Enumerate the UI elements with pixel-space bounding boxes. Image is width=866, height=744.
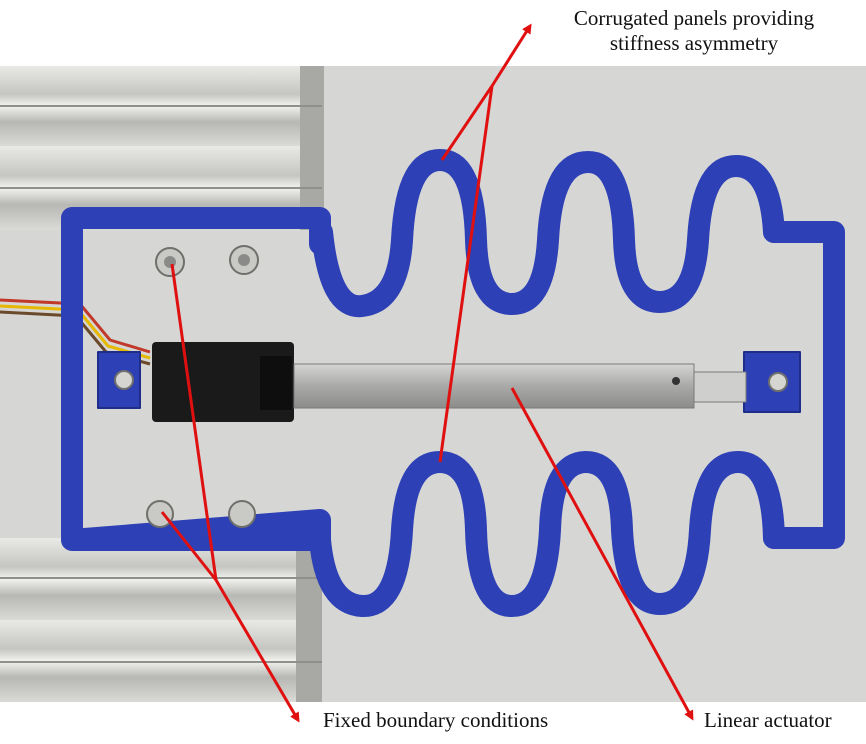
fixed-boundary-label: Fixed boundary conditions <box>323 708 549 732</box>
linear-actuator-label: Linear actuator <box>704 708 832 732</box>
arrow-fixed-2 <box>160 511 218 581</box>
corrugated-label-line1: Corrugated panels providing <box>573 6 815 30</box>
mounting-nuts <box>114 245 788 528</box>
printed-frame <box>61 149 845 617</box>
corrugated-panels-label: Corrugated panels providing stiffness as… <box>548 6 840 56</box>
aluminum-extrusion-bottom <box>0 538 322 702</box>
annotation-arrows <box>160 23 694 723</box>
arrow-corrugated-up <box>490 23 532 87</box>
arrow-corrugated-bottom <box>438 85 494 463</box>
arrow-actuator <box>510 387 694 721</box>
arrow-fixed-down <box>214 579 300 723</box>
arrow-fixed-1 <box>170 263 218 581</box>
linear-actuator-device <box>152 342 747 422</box>
corrugated-label-line2: stiffness asymmetry <box>609 31 779 55</box>
aluminum-extrusion-top <box>0 66 324 230</box>
arrow-corrugated-top <box>440 85 494 161</box>
